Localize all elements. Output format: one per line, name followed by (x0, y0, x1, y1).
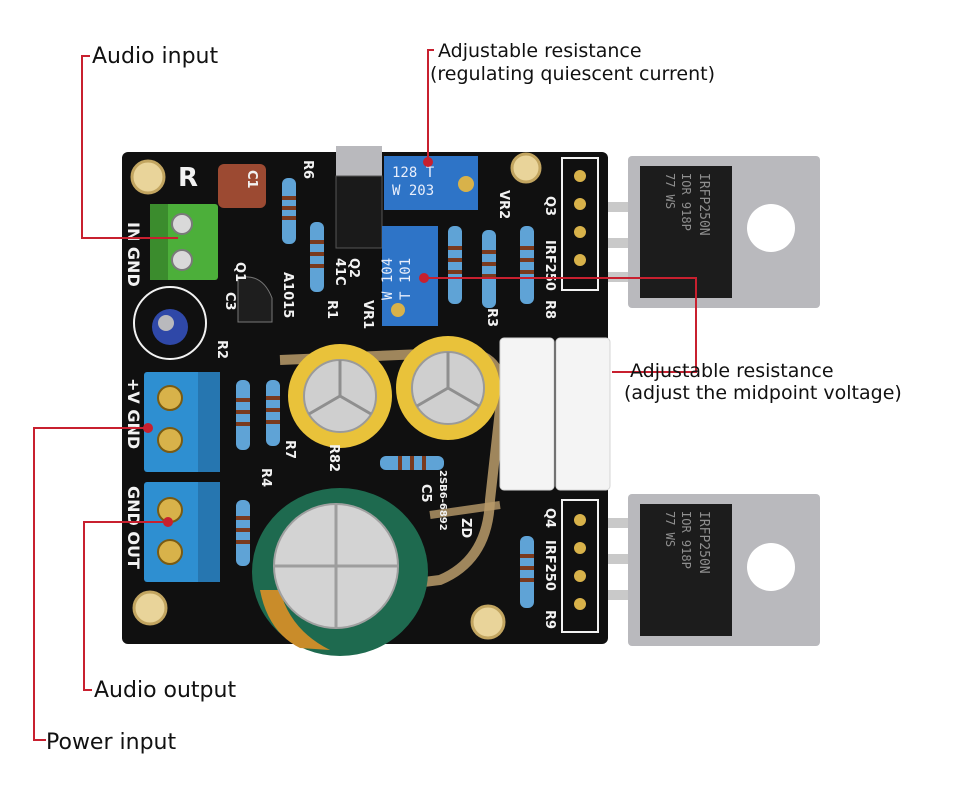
silk-q2: Q2 (346, 258, 361, 278)
mosfet-top: IRFP250N IOR 918P 77 WS (608, 156, 820, 308)
transistor-q1 (237, 276, 273, 323)
mount-hole-tr (510, 152, 542, 184)
audio-input-terminal (150, 204, 218, 280)
mount-hole-br (470, 604, 506, 640)
trimmer-midpoint: W 104 T 101 (380, 226, 438, 326)
silk-r3: R3 (484, 308, 499, 327)
callout-line-power-input (33, 427, 148, 741)
callout-line-midpoint (424, 277, 697, 373)
silk-power-terminal: +V GND (124, 378, 143, 449)
label-quiescent-note: (regulating quiescent current) (430, 63, 715, 85)
callout-line-quiescent (427, 49, 434, 162)
silk-c3: C3 (222, 292, 237, 311)
mosfet-top-marking-1: IRFP250N (696, 173, 711, 236)
mosfet-bottom-body (640, 504, 732, 636)
silk-r-channel: R (178, 163, 198, 193)
silk-c1: C1 (244, 170, 259, 189)
mount-hole-tl (130, 159, 166, 195)
capacitor-yellow-left (288, 344, 392, 448)
transistor-q2 (335, 146, 383, 249)
label-audio-input: Audio input (92, 44, 219, 69)
label-audio-output: Audio output (94, 678, 237, 703)
mosfet-bottom-marking-2: IOR 918P (679, 511, 693, 569)
mosfet-bottom-marking-3: 77 WS (663, 511, 677, 547)
label-power-input: Power input (46, 730, 177, 755)
mosfet-bottom-marking-1: IRFP250N (696, 511, 711, 574)
silk-board-code: 2SB6-6892 (437, 470, 448, 531)
silk-r8: R8 (542, 300, 557, 319)
silk-vr1: VR1 (360, 300, 375, 329)
label-midpoint-note: (adjust the midpoint voltage) (624, 382, 902, 404)
trimmer-mid-line1: W 104 (380, 258, 396, 300)
mosfet-bottom: IRFP250N IOR 918P 77 WS (608, 494, 820, 646)
callout-line-audio-input (81, 55, 178, 239)
label-quiescent-title: Adjustable resistance (438, 40, 642, 62)
silk-q1: Q1 (232, 262, 247, 282)
silk-r6: R6 (300, 160, 315, 179)
mosfet-top-marking-2: IOR 918P (679, 173, 693, 231)
callout-dots (143, 157, 433, 527)
silk-r7: R7 (282, 440, 297, 459)
audio-output-terminal (144, 482, 220, 582)
capacitor-large-green (252, 488, 428, 656)
silk-a1015: A1015 (280, 272, 295, 318)
silk-output-terminal: GND OUT (124, 486, 143, 569)
silk-r1: R1 (324, 300, 339, 319)
mosfet-top-marking-3: 77 WS (663, 173, 677, 209)
silk-r9: R9 (542, 610, 557, 629)
ceramic-resistor-left (499, 337, 555, 491)
trimmer-mid-line2: T 101 (398, 258, 414, 300)
silk-r82: R82 (326, 444, 341, 472)
silk-vr2: VR2 (496, 190, 511, 219)
silk-c5: C5 (418, 484, 433, 503)
mount-hole-bl (132, 590, 168, 626)
mosfet-top-hole (747, 204, 795, 252)
trimmer-top-line1: 128 T (392, 165, 435, 181)
mosfet-bottom-hole (747, 543, 795, 591)
silk-irf-top: IRF250 (542, 240, 557, 291)
power-input-terminal (144, 372, 220, 472)
silk-r4: R4 (258, 468, 273, 487)
trimmer-top-line2: W 203 (392, 183, 434, 199)
silk-q3: Q3 (542, 196, 557, 216)
resistors (236, 178, 534, 608)
callout-line-audio-output (83, 521, 168, 691)
silk-q4: Q4 (542, 508, 557, 528)
silk-q2-part: 41C (332, 258, 347, 286)
mosfet-top-body (640, 166, 732, 298)
callout-lines (33, 49, 697, 741)
ceramic-resistor-right (555, 337, 611, 491)
label-midpoint-title: Adjustable resistance (630, 360, 834, 382)
silk-irf-bottom: IRF250 (542, 540, 557, 591)
film-capacitor (218, 164, 266, 208)
silk-zd: ZD (458, 518, 473, 538)
silk-in-gnd: IN GND (124, 222, 143, 287)
capacitor-yellow-right (396, 336, 500, 440)
silk-r2: R2 (214, 340, 229, 359)
